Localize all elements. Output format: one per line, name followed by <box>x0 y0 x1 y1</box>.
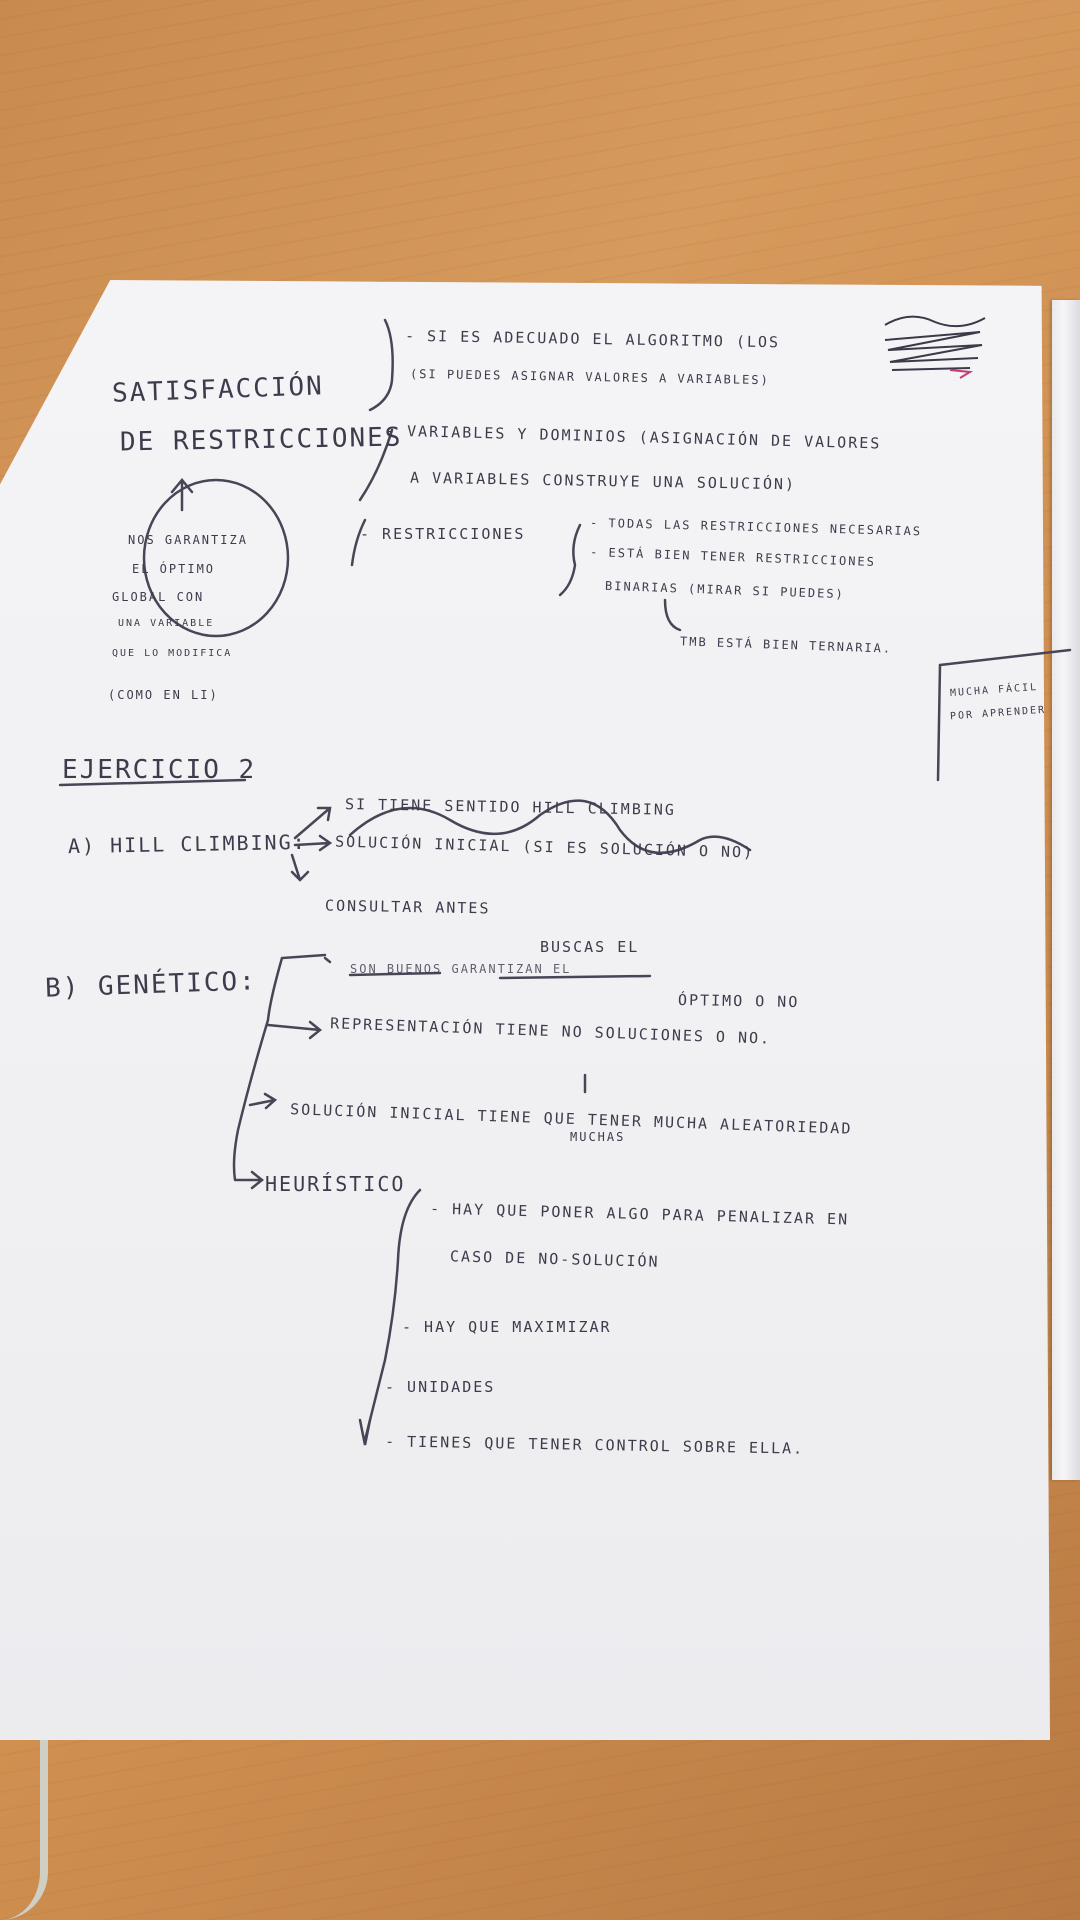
struck-text: SON BUENOS GARANTIZAN EL <box>350 962 572 976</box>
heading-restricciones: DE RESTRICCIONES <box>119 422 403 458</box>
note-line: CONSULTAR ANTES <box>324 896 491 918</box>
bubble-line: NOS GARANTIZA <box>128 533 248 547</box>
note-line: - HAY QUE MAXIMIZAR <box>402 1318 612 1336</box>
label-a: a) HILL CLIMBING: <box>67 829 307 859</box>
cable <box>0 1700 48 1920</box>
note-line: MUCHAS <box>570 1130 626 1144</box>
bubble-line: UNA VARIABLE <box>118 618 215 629</box>
exercise-title: EJERCICIO 2 <box>62 755 257 785</box>
paper-stack-edge <box>1052 300 1080 1480</box>
scribbled-out-text <box>884 315 986 379</box>
bubble-line: GLOBAL CON <box>112 590 205 604</box>
note-line: ÓPTIMO O NO <box>677 990 800 1012</box>
note-line: - RESTRICCIONES <box>360 525 526 543</box>
bubble-line: EL ÓPTIMO <box>132 562 216 576</box>
note-line: BUSCAS EL <box>540 938 640 956</box>
notebook-page <box>0 280 1050 1740</box>
bubble-line: (COMO EN LI) <box>108 688 219 702</box>
label-heuristico: HEURÍSTICO <box>265 1172 406 1196</box>
bubble-line: QUE LO MODIFICA <box>112 648 233 659</box>
note-line: - UNIDADES <box>385 1378 496 1396</box>
